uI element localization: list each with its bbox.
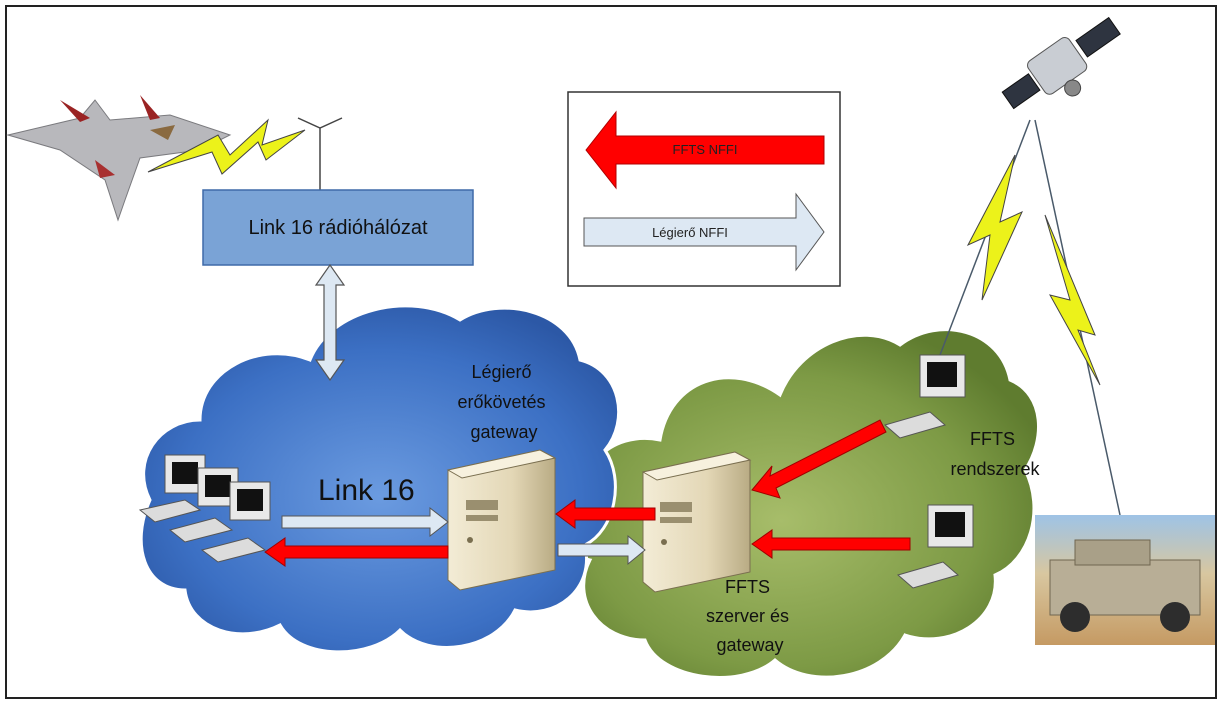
arrow-gateway-to-ffts-server (557, 534, 646, 566)
humvee-icon (1035, 515, 1215, 645)
arrow-gateway-to-link16 (264, 537, 449, 567)
ffts-server-label: FFTS szerver és gateway (706, 577, 794, 655)
arrow-ffts-server-to-gateway (555, 499, 656, 529)
legend-red-arrow (585, 110, 825, 190)
server-icon-ffts (641, 451, 752, 593)
air-force-gateway-label: Légierő erőkövetés gateway (457, 362, 550, 442)
computer-terminals-left (138, 454, 271, 563)
computer-terminal-icon (883, 354, 966, 439)
lightning-bolt-satellite-right (1044, 214, 1101, 386)
double-arrow-vertical (314, 263, 346, 382)
lightning-bolt-satellite-left (966, 154, 1024, 301)
radio-network-box (202, 189, 474, 266)
ffts-systems-label: FFTS rendszerek (950, 429, 1040, 479)
link16-label: Link 16 (318, 474, 415, 507)
arrow-link16-to-gateway (281, 506, 449, 538)
computer-terminal-icon (896, 504, 974, 589)
antenna-icon (297, 117, 343, 190)
legend-red-label: FFTS NFFI (673, 142, 738, 157)
lightning-bolt-jet (147, 118, 306, 175)
legend-white-label: Légierő NFFI (652, 225, 728, 240)
radio-network-label: Link 16 rádióhálózat (248, 217, 427, 239)
satellite-icon (1001, 16, 1121, 110)
server-icon-airforce (446, 449, 557, 591)
legend-white-arrow (583, 192, 825, 272)
computer-terminal-icon (200, 481, 271, 563)
arrow-terminal-to-ffts-server-bottom (751, 529, 911, 559)
arrow-terminal-to-ffts-server-top (751, 419, 887, 499)
